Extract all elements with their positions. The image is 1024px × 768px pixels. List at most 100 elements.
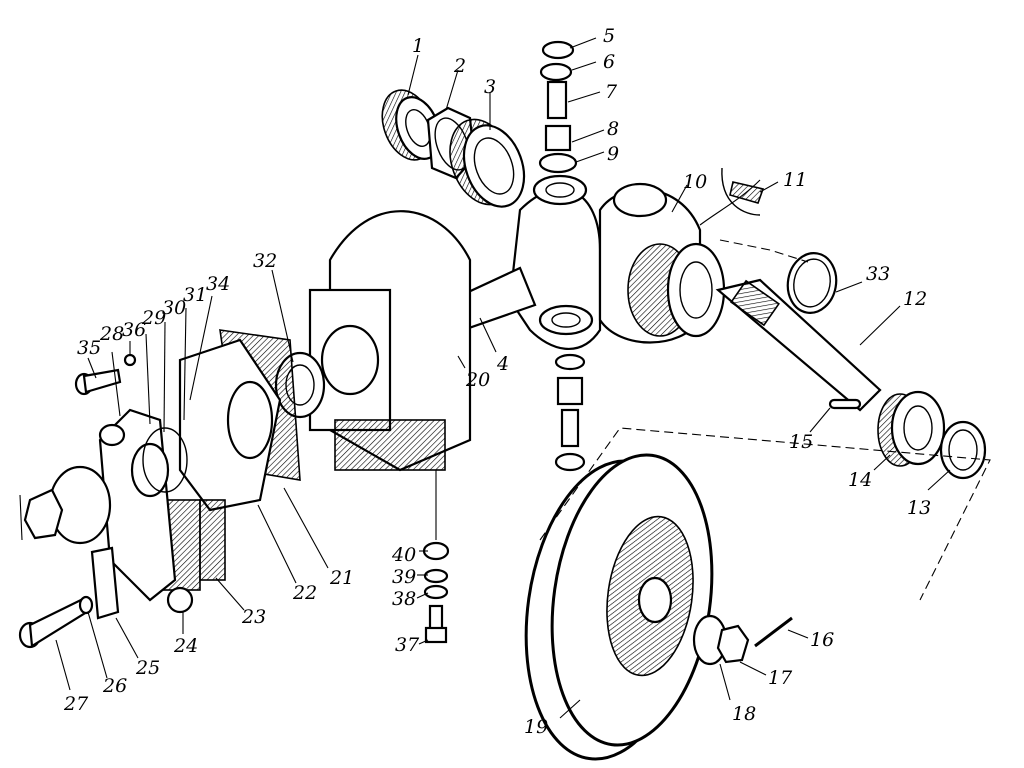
callout-16: 16 — [810, 629, 834, 651]
leader-22 — [257, 504, 297, 584]
callout-34: 34 — [206, 273, 230, 295]
leader-28 — [111, 351, 121, 417]
leader-31 — [183, 307, 187, 421]
washer-26 — [78, 595, 94, 615]
cotter-pin-16 — [754, 616, 793, 648]
leader-5 — [569, 37, 597, 49]
leader-8 — [571, 129, 605, 143]
callout-4: 4 — [496, 353, 509, 375]
callout-18: 18 — [732, 703, 756, 725]
callout-21: 21 — [329, 567, 354, 589]
leader-10 — [671, 184, 688, 213]
callout-12: 12 — [903, 288, 927, 310]
flange-22 — [178, 338, 282, 512]
callout-22: 22 — [292, 582, 317, 604]
brake-disc-19 — [524, 453, 714, 761]
callout-32: 32 — [253, 250, 277, 272]
leader-15 — [809, 407, 831, 433]
callout-15: 15 — [789, 431, 813, 453]
callout-28: 28 — [99, 323, 124, 345]
callout-13: 13 — [907, 497, 931, 519]
leader-7 — [567, 91, 601, 103]
leader-18 — [719, 663, 731, 701]
leader-26 — [87, 611, 108, 679]
leader-4 — [479, 317, 497, 353]
leader-14 — [873, 454, 891, 471]
leader-16 — [787, 629, 809, 639]
leader-lines — [55, 37, 951, 719]
callout-29: 29 — [141, 307, 166, 329]
leader-17 — [739, 661, 767, 676]
leader-13 — [927, 469, 951, 491]
callout-8: 8 — [607, 118, 619, 140]
callout-17: 17 — [768, 667, 793, 689]
steering-knuckle — [508, 174, 602, 350]
castle-nut — [19, 488, 64, 541]
callout-1: 1 — [412, 35, 424, 57]
leader-20 — [457, 355, 466, 369]
callout-19: 19 — [524, 716, 548, 738]
washer-36 — [123, 353, 137, 367]
bearing-3 — [449, 118, 526, 208]
leader-1 — [407, 54, 419, 96]
leader-9 — [575, 151, 605, 163]
callout-33: 33 — [866, 263, 890, 285]
callout-30: 30 — [162, 297, 186, 319]
callout-6: 6 — [603, 51, 615, 73]
leader-35 — [87, 357, 97, 379]
assembly-path-disc — [539, 427, 991, 601]
callout-40: 40 — [391, 544, 416, 566]
leader-12 — [859, 305, 901, 346]
plate-25 — [90, 546, 120, 620]
key-15 — [828, 398, 862, 410]
callout-10: 10 — [683, 171, 707, 193]
leader-25 — [115, 617, 139, 659]
leader-33 — [835, 281, 863, 293]
pin-24 — [166, 586, 194, 614]
callout-24: 24 — [173, 635, 198, 657]
hub-carrier-10 — [598, 179, 761, 344]
callout-7: 7 — [605, 81, 618, 103]
callout-2: 2 — [453, 55, 466, 77]
shaft-12 — [715, 278, 882, 412]
leader-2 — [445, 69, 459, 111]
castle-nut-17 — [716, 624, 750, 664]
callout-9: 9 — [607, 143, 619, 165]
seal-13 — [939, 420, 987, 480]
kingpin-stack-top — [538, 40, 578, 174]
callout-11: 11 — [783, 169, 807, 191]
assembly-path-33 — [719, 239, 809, 263]
bolt-stack-37-40 — [422, 541, 450, 644]
seal-31 — [142, 427, 188, 493]
leader-37 — [418, 639, 429, 645]
callout-20: 20 — [465, 369, 490, 391]
callout-38: 38 — [392, 588, 416, 610]
callout-31: 31 — [183, 284, 207, 306]
leader-11 — [759, 181, 779, 193]
bearing-14 — [877, 390, 946, 467]
callout-39: 39 — [392, 566, 416, 588]
callout-37: 37 — [395, 634, 420, 656]
callout-3: 3 — [484, 76, 496, 98]
callout-23: 23 — [241, 606, 266, 628]
bearing-30 — [130, 442, 170, 498]
bolt-35 — [74, 368, 122, 396]
leader-23 — [215, 577, 245, 611]
leader-19 — [559, 699, 581, 719]
brake-housing — [308, 210, 472, 472]
kingpin-stack-bottom — [554, 353, 586, 472]
leader-32 — [271, 269, 294, 363]
leader-30 — [163, 321, 166, 433]
leader-6 — [571, 61, 597, 71]
callout-27: 27 — [63, 693, 89, 715]
callout-5: 5 — [603, 25, 615, 47]
leader-21 — [283, 487, 329, 569]
callout-26: 26 — [102, 675, 127, 697]
leader-27 — [55, 639, 71, 691]
callout-35: 35 — [77, 337, 101, 359]
leader-38 — [416, 592, 429, 599]
callout-14: 14 — [848, 469, 872, 491]
